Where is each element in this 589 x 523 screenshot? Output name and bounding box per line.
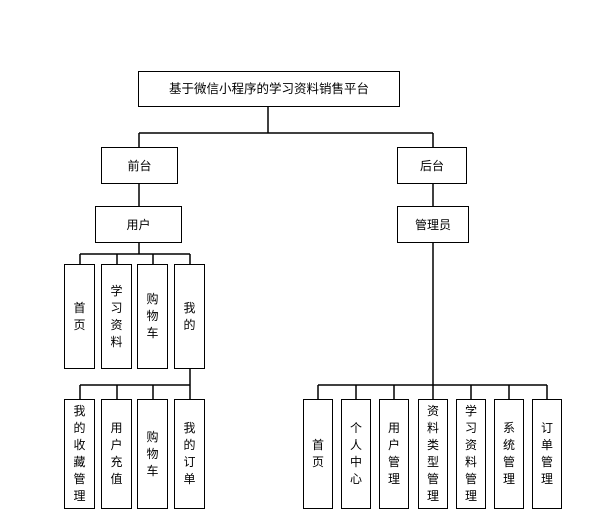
node-label: 用户管理: [387, 421, 400, 486]
frontend-item-node: 购物车: [137, 264, 168, 369]
backend-item-node: 首页: [303, 399, 333, 509]
admin-role-node: 管理员: [397, 206, 469, 243]
node-label: 首页: [73, 300, 86, 332]
backend-item-node: 个人中心: [341, 399, 371, 509]
backend-item-node: 资料类型管理: [418, 399, 448, 509]
platform-title-node: 基于微信小程序的学习资料销售平台: [138, 71, 400, 107]
user-role-label: 用户: [126, 217, 151, 232]
node-label: 个人中心: [349, 421, 362, 486]
frontend-item-node: 我的: [174, 264, 205, 369]
node-label: 我的收藏管理: [73, 404, 86, 503]
my-subitem-node: 我的收藏管理: [64, 399, 95, 509]
node-label: 资料类型管理: [426, 404, 439, 503]
backend-node: 后台: [397, 147, 467, 184]
platform-title-label: 基于微信小程序的学习资料销售平台: [168, 80, 369, 96]
backend-label: 后台: [419, 158, 444, 173]
backend-item-node: 学习资料管理: [456, 399, 486, 509]
node-label: 购物车: [146, 429, 159, 478]
frontend-item-node: 学习资料: [101, 264, 132, 369]
frontend-label: 前台: [127, 158, 152, 173]
my-subitem-node: 我的订单: [174, 399, 205, 509]
node-label: 我的订单: [183, 421, 196, 486]
node-label: 学习资料管理: [464, 404, 477, 503]
node-label: 用户充值: [110, 421, 123, 486]
frontend-node: 前台: [101, 147, 178, 184]
node-label: 我的: [183, 300, 196, 332]
node-label: 学习资料: [110, 283, 123, 349]
backend-item-node: 用户管理: [379, 399, 409, 509]
backend-item-node: 订单管理: [532, 399, 562, 509]
user-role-node: 用户: [95, 206, 182, 243]
node-label: 购物车: [146, 292, 159, 340]
admin-role-label: 管理员: [414, 217, 451, 232]
my-subitem-node: 用户充值: [101, 399, 132, 509]
backend-item-node: 系统管理: [494, 399, 524, 509]
node-label: 订单管理: [540, 421, 553, 486]
frontend-item-node: 首页: [64, 264, 95, 369]
my-subitem-node: 购物车: [137, 399, 168, 509]
node-label: 系统管理: [502, 421, 515, 486]
node-label: 首页: [311, 438, 324, 469]
